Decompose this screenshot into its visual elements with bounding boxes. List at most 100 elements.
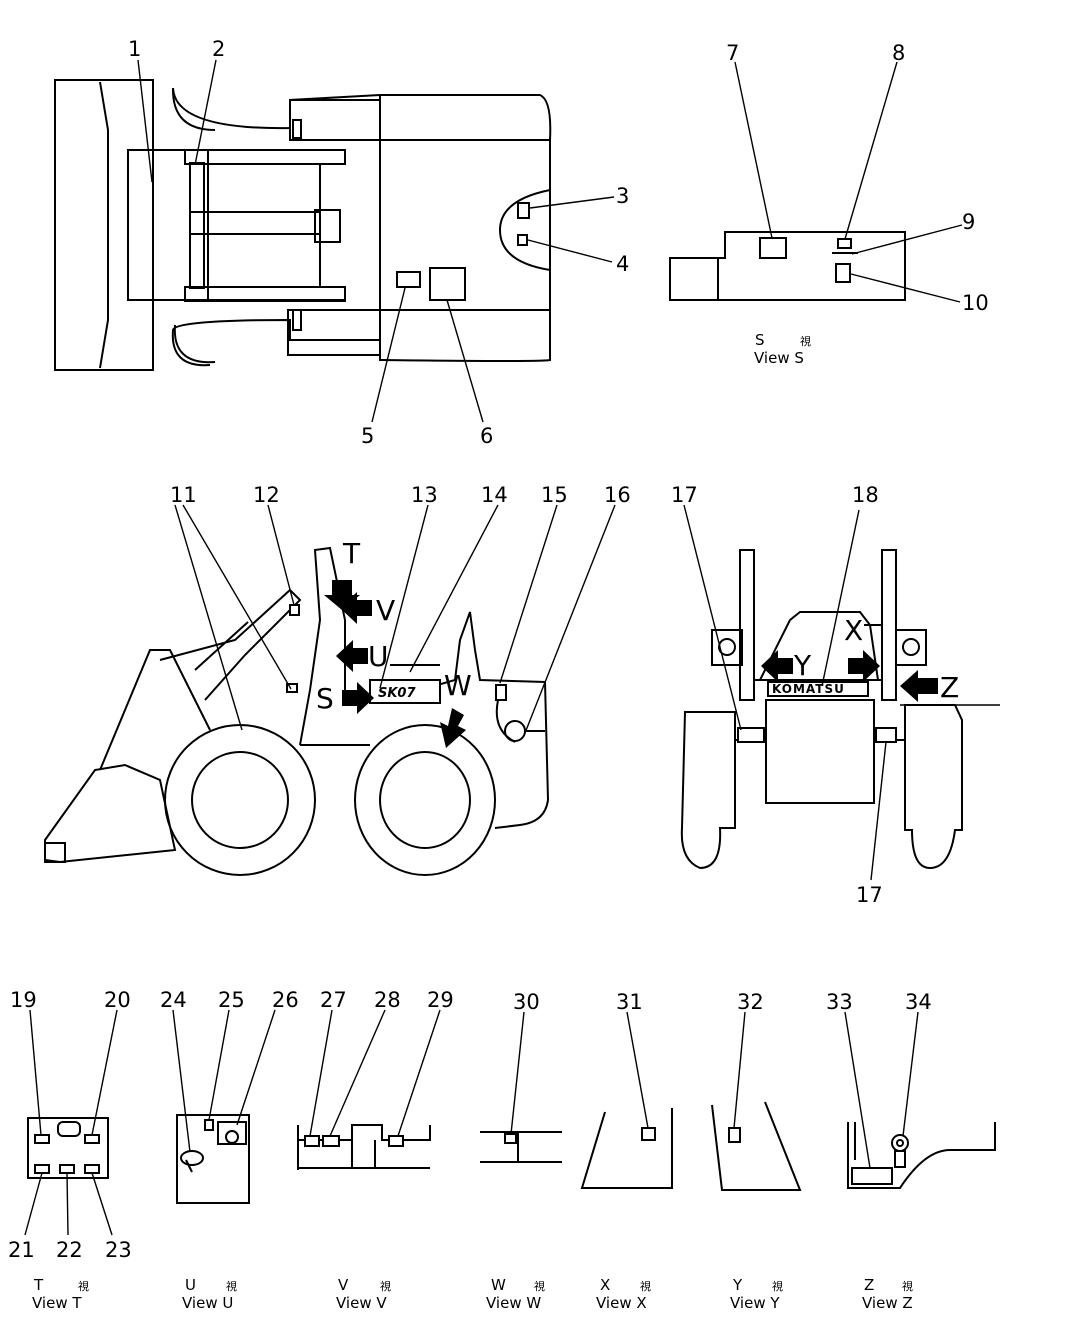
decal-30: [504, 1133, 517, 1144]
view-y-cjk: 視: [772, 1279, 783, 1293]
view-x-caption: View X: [596, 1294, 647, 1312]
decal-3: [517, 202, 530, 219]
view-w-cjk: 視: [534, 1279, 545, 1293]
decal-32: [728, 1127, 741, 1143]
callout-14: 14: [481, 483, 508, 507]
view-x-letter: X: [600, 1276, 610, 1294]
view-u-drawing: [172, 1009, 276, 1204]
view-x-cjk: 視: [640, 1279, 651, 1293]
view-y-drawing: [711, 1011, 802, 1191]
arrow-y-left-icon: [761, 650, 793, 682]
callout-12: 12: [253, 483, 280, 507]
decal-28: [322, 1135, 340, 1147]
decal-21: [34, 1164, 50, 1174]
decal-25: [204, 1119, 214, 1131]
view-arrow-u: U: [368, 640, 389, 673]
view-t-drawing: [24, 1009, 118, 1236]
side-view-machine: [44, 504, 616, 876]
callout-16: 16: [604, 483, 631, 507]
arrow-y-right-icon: [848, 650, 880, 682]
callout-11: 11: [170, 483, 197, 507]
view-arrow-y: Y: [793, 649, 812, 682]
decal-31: [641, 1127, 656, 1141]
decal-4: [517, 234, 528, 246]
decal-7: [759, 237, 787, 259]
decal-12: [289, 604, 300, 616]
view-s-cjk: 視: [800, 334, 811, 348]
view-s-caption: View S: [754, 349, 804, 367]
view-arrow-v: V: [376, 594, 395, 627]
callout-30: 30: [513, 990, 540, 1014]
callout-17-top: 17: [671, 483, 698, 507]
top-view-machine: [54, 79, 552, 371]
view-v-letter: V: [338, 1276, 349, 1294]
view-v-cjk: 視: [380, 1279, 391, 1293]
view-y-caption: View Y: [730, 1294, 780, 1312]
view-arrow-s: S: [316, 682, 334, 715]
callout-3: 3: [616, 184, 629, 208]
view-z-drawing: [844, 1011, 996, 1189]
decal-8: [837, 238, 852, 249]
callout-18: 18: [852, 483, 879, 507]
callout-34: 34: [905, 990, 932, 1014]
decal-29: [388, 1135, 404, 1147]
view-arrow-x: X: [844, 614, 863, 647]
callout-21: 21: [8, 1238, 35, 1262]
view-w-letter: W: [491, 1276, 506, 1294]
arrow-s-icon: [342, 682, 374, 714]
brand-text: KOMATSU: [772, 682, 845, 696]
side-view-arrows: [324, 580, 466, 748]
callout-4: 4: [616, 252, 629, 276]
decal-33: [851, 1167, 893, 1185]
view-t-letter: T: [33, 1276, 44, 1294]
callout-10: 10: [962, 291, 989, 315]
callout-27: 27: [320, 988, 347, 1012]
callout-23: 23: [105, 1238, 132, 1262]
arrow-w-icon: [440, 708, 466, 748]
rear-view-arrows: [761, 624, 938, 702]
view-arrow-w: W: [444, 669, 472, 702]
callout-31: 31: [616, 990, 643, 1014]
view-z-caption: View Z: [862, 1294, 913, 1312]
callout-1: 1: [128, 37, 141, 61]
callout-8: 8: [892, 41, 905, 65]
decal-34: [891, 1134, 909, 1152]
model-badge: [369, 679, 441, 704]
view-u-cjk: 視: [226, 1279, 237, 1293]
callout-6: 6: [480, 424, 493, 448]
decal-22: [59, 1164, 75, 1174]
decal-center-t: [57, 1121, 81, 1137]
callout-15: 15: [541, 483, 568, 507]
view-w-drawing: [480, 1011, 562, 1163]
view-x-drawing: [580, 1011, 673, 1189]
decal-6: [429, 267, 466, 301]
arrow-v-icon: [340, 592, 372, 624]
callout-5: 5: [361, 424, 374, 448]
decal-17-right: [875, 727, 897, 743]
view-u-letter: U: [185, 1276, 196, 1294]
callout-22: 22: [56, 1238, 83, 1262]
decal-19: [34, 1134, 50, 1144]
callout-33: 33: [826, 990, 853, 1014]
view-w-caption: View W: [486, 1294, 541, 1312]
callout-26: 26: [272, 988, 299, 1012]
callout-9: 9: [962, 210, 975, 234]
decal-10: [835, 263, 851, 283]
callout-29: 29: [427, 988, 454, 1012]
decal-26: [217, 1121, 247, 1145]
view-s-drawing: [669, 61, 963, 303]
callout-25: 25: [218, 988, 245, 1012]
decal-5: [396, 271, 421, 288]
callout-32: 32: [737, 990, 764, 1014]
view-arrow-t: T: [342, 537, 361, 570]
model-text: SK07: [378, 686, 416, 701]
decal-27: [304, 1135, 320, 1147]
callout-20: 20: [104, 988, 131, 1012]
arrow-u-icon: [336, 640, 368, 672]
view-t-caption: View T: [32, 1294, 82, 1312]
view-v-caption: View V: [336, 1294, 387, 1312]
view-z-letter: Z: [864, 1276, 874, 1294]
callout-7: 7: [726, 41, 739, 65]
view-y-letter: Y: [732, 1276, 743, 1294]
